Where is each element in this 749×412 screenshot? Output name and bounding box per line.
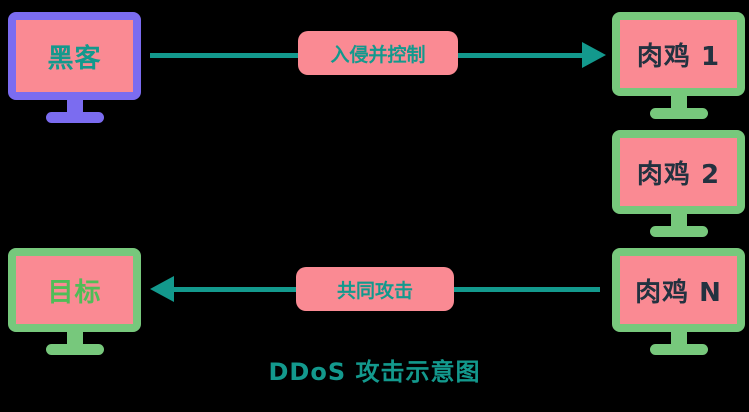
monitor-stand-base bbox=[649, 108, 708, 119]
bot1-monitor-screen: 肉鸡 1 bbox=[612, 12, 745, 96]
control-arrow-head-icon bbox=[582, 42, 606, 68]
bot2-monitor-screen: 肉鸡 2 bbox=[612, 130, 745, 214]
monitor-stand-base bbox=[649, 344, 708, 355]
target-node: 目标 bbox=[8, 248, 141, 355]
bot2-label: 肉鸡 2 bbox=[636, 159, 721, 190]
monitor-stand-base bbox=[45, 112, 104, 123]
monitor-stand-base bbox=[649, 226, 708, 237]
bot1-label: 肉鸡 1 bbox=[636, 41, 721, 72]
target-monitor-screen: 目标 bbox=[8, 248, 141, 332]
botN-node: 肉鸡 N bbox=[612, 248, 745, 355]
hacker-node: 黑客 bbox=[8, 12, 141, 123]
diagram-caption: DDoS 攻击示意图 bbox=[268, 358, 481, 386]
monitor-stand-neck bbox=[670, 96, 687, 108]
monitor-stand-neck bbox=[670, 332, 687, 344]
target-label: 目标 bbox=[47, 277, 102, 308]
botN-monitor-screen: 肉鸡 N bbox=[612, 248, 745, 332]
attack-arrow-head-icon bbox=[150, 276, 174, 302]
attack-edge-label: 共同攻击 bbox=[296, 267, 454, 311]
monitor-stand-neck bbox=[66, 332, 83, 344]
control-edge-label: 入侵并控制 bbox=[298, 31, 458, 75]
monitor-stand-base bbox=[45, 344, 104, 355]
bot1-node: 肉鸡 1 bbox=[612, 12, 745, 119]
hacker-monitor-screen: 黑客 bbox=[8, 12, 141, 100]
monitor-stand-neck bbox=[66, 100, 83, 112]
bot2-node: 肉鸡 2 bbox=[612, 130, 745, 237]
hacker-label: 黑客 bbox=[47, 43, 102, 74]
monitor-stand-neck bbox=[670, 214, 687, 226]
botN-label: 肉鸡 N bbox=[635, 277, 722, 308]
